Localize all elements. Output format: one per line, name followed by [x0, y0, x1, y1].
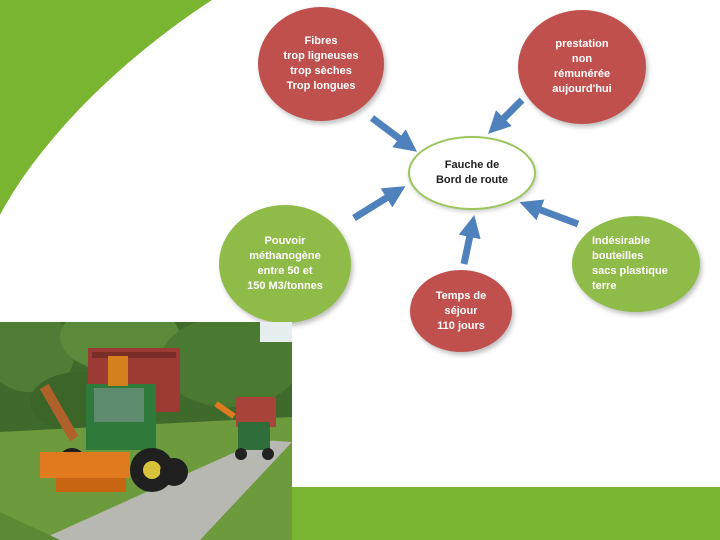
node-temps-text: Temps de séjour 110 jours — [435, 289, 487, 332]
green-swoosh-top-left — [0, 0, 212, 215]
node-center-text: Fauche de Bord de route — [435, 159, 509, 186]
node-prestation: prestation non rémunérée aujourd'hui — [518, 10, 646, 124]
green-band-bottom — [292, 487, 720, 540]
arrow-fibres — [369, 115, 417, 152]
node-temps: Temps de séjour 110 jours — [410, 270, 512, 352]
arrow-pouvoir — [352, 186, 406, 221]
node-fibres: Fibres trop ligneuses trop sèches Trop l… — [258, 7, 384, 121]
arrow-prestation — [488, 97, 525, 134]
node-prestation-text: prestation non rémunérée aujourd'hui — [552, 38, 612, 95]
node-pouvoir-text: Pouvoir méthanogène entre 50 et 150 M3/t… — [247, 235, 323, 292]
roadside-mowing-photo — [0, 322, 292, 540]
node-pouvoir: Pouvoir méthanogène entre 50 et 150 M3/t… — [219, 205, 351, 323]
node-indesirable: Indésirable bouteilles sacs plastique te… — [572, 216, 700, 312]
node-indesirable-text: Indésirable bouteilles sacs plastique te… — [592, 235, 668, 292]
arrow-temps — [458, 215, 481, 265]
arrow-indesirable — [519, 199, 580, 228]
node-center: Fauche de Bord de route — [408, 136, 536, 210]
node-fibres-text: Fibres trop ligneuses trop sèches Trop l… — [283, 35, 359, 92]
